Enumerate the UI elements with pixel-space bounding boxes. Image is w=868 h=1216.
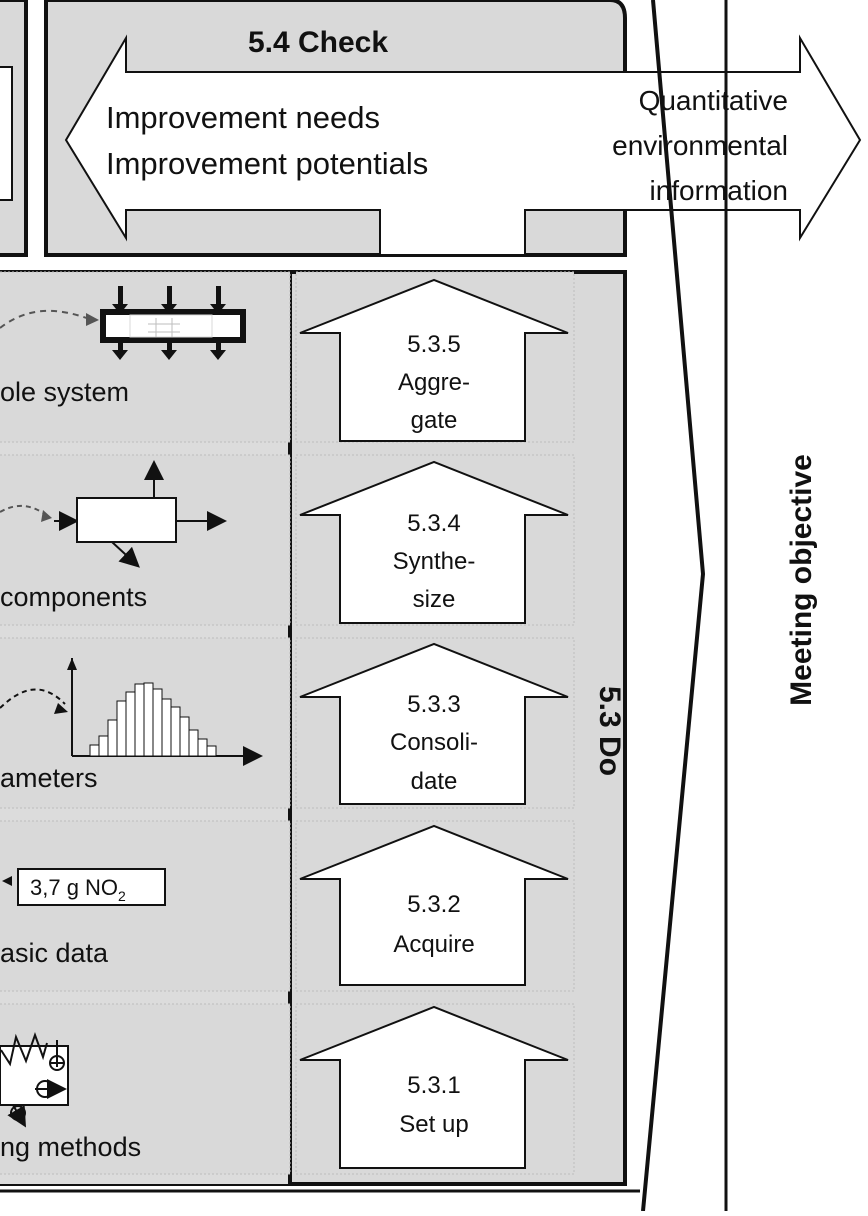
basic-data-value: 3,7 g NO2 xyxy=(30,875,126,904)
row-label-aggregate: ole system xyxy=(0,377,129,407)
step-535-line-1: 5.3.5 xyxy=(407,331,460,358)
step-533-line-1: 5.3.3 xyxy=(407,691,460,718)
component-icon xyxy=(0,460,227,568)
row-label-acquire: asic data xyxy=(0,938,109,968)
step-534-line-2: Synthe- xyxy=(393,548,476,575)
row-label-setup: ng methods xyxy=(0,1132,141,1162)
previous-panel-edge xyxy=(0,0,28,257)
step-arrow-532: 5.3.2 Acquire xyxy=(299,824,569,986)
whole-system-icon xyxy=(0,286,246,360)
step-arrow-534: 5.3.4 Synthe- size xyxy=(299,460,569,624)
left-row-labels: ole system components ameters asic data … xyxy=(0,377,147,1162)
step-535-line-3: gate xyxy=(411,407,458,434)
step-531-line-2: Set up xyxy=(399,1111,468,1138)
meeting-objective-label: Meeting objective xyxy=(785,454,818,706)
check-left-line-1: Improvement needs xyxy=(106,100,380,135)
step-arrow-531: 5.3.1 Set up xyxy=(299,1005,569,1169)
histogram-icon xyxy=(0,658,263,766)
do-title: 5.3 Do xyxy=(593,686,626,776)
row-label-synthesize: components xyxy=(0,582,147,612)
basic-data-value-main: 3,7 g NO xyxy=(30,875,118,900)
step-534-line-1: 5.3.4 xyxy=(407,510,460,537)
methods-icon xyxy=(0,1032,69,1128)
step-arrow-533: 5.3.3 Consoli- date xyxy=(299,642,569,805)
step-532-line-2: Acquire xyxy=(393,931,474,958)
step-533-line-3: date xyxy=(411,768,458,795)
basic-data-icon: 3,7 g NO2 xyxy=(2,868,166,906)
step-535-line-2: Aggre- xyxy=(398,369,470,396)
step-532-line-1: 5.3.2 xyxy=(407,891,460,918)
check-right-line-2: environmental xyxy=(612,130,788,161)
basic-data-value-subscript: 2 xyxy=(118,888,126,904)
step-arrow-535: 5.3.5 Aggre- gate xyxy=(299,278,569,442)
meeting-objective-wedge xyxy=(641,0,728,1212)
step-531-line-1: 5.3.1 xyxy=(407,1072,460,1099)
check-left-text: Improvement needs Improvement potentials xyxy=(106,100,428,181)
row-label-consolidate: ameters xyxy=(0,763,98,793)
check-title: 5.4 Check xyxy=(248,26,388,59)
check-left-line-2: Improvement potentials xyxy=(106,146,428,181)
step-534-line-3: size xyxy=(413,586,456,613)
check-right-text: Quantitative environmental information xyxy=(612,85,788,206)
step-533-line-2: Consoli- xyxy=(390,729,478,756)
check-right-line-3: information xyxy=(649,175,788,206)
